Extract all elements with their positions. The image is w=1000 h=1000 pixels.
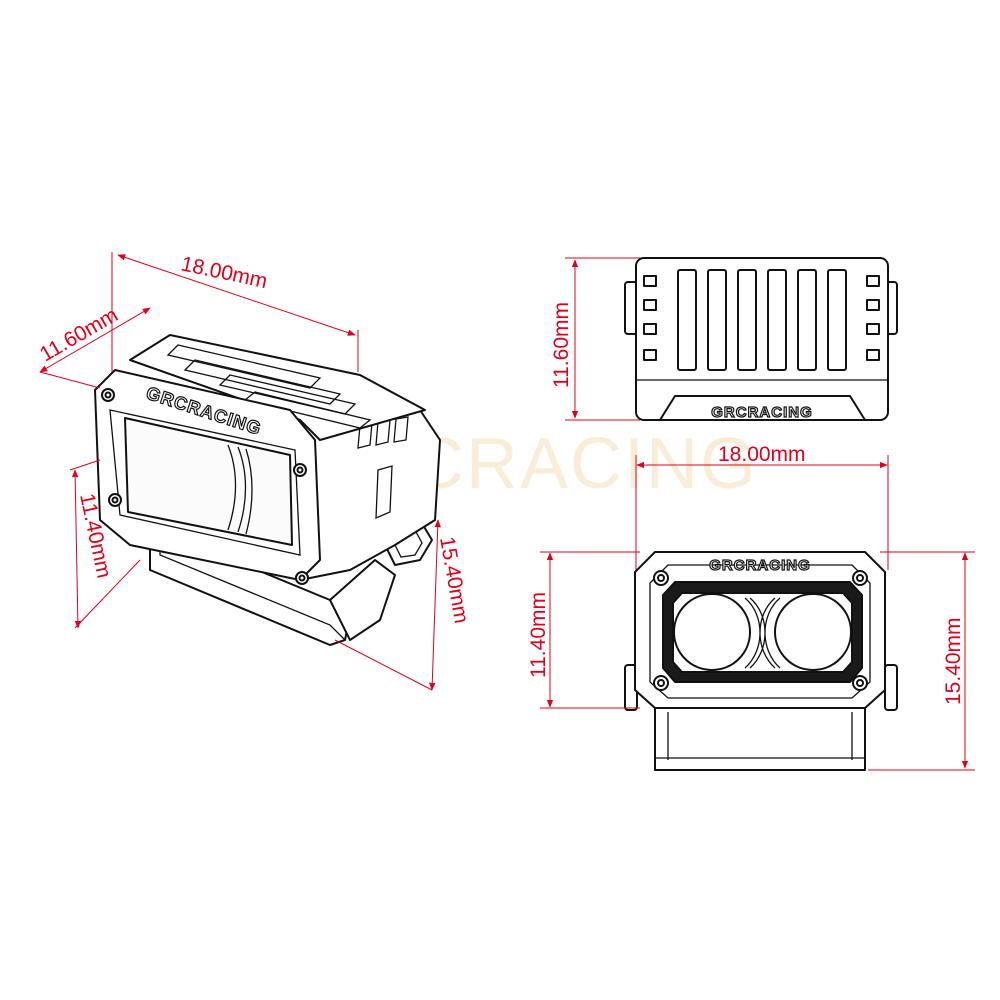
front-corner-bolts xyxy=(653,570,868,691)
top-side-vents xyxy=(643,275,880,361)
top-fins xyxy=(677,269,847,371)
front-logo: GRCRACING xyxy=(709,557,811,574)
front-bracket xyxy=(654,699,866,771)
isometric-view: GRCRACING 18.00mm 11.60mm 11.40mm 15.40m… xyxy=(36,252,473,691)
front-height-dimension: 11.40mm xyxy=(527,592,550,678)
iso-width-dimension: 18.00mm xyxy=(179,252,269,293)
iso-corner-bolts xyxy=(101,388,309,585)
iso-total-height-dimension: 15.40mm xyxy=(435,535,473,625)
front-total-height-dimension: 15.40mm xyxy=(942,617,965,705)
iso-depth-dimension: 11.60mm xyxy=(36,303,122,366)
front-lens-left xyxy=(673,593,751,671)
front-view: GRCRACING 11.40mm 15.40mm xyxy=(527,551,975,771)
top-view: GRCRACING 11.60mm 18.00mm xyxy=(550,257,898,570)
top-logo: GRCRACING xyxy=(711,404,813,421)
top-width-dimension: 18.00mm xyxy=(718,443,806,466)
iso-top-fins xyxy=(166,344,372,429)
top-depth-dimension: 11.60mm xyxy=(550,302,573,388)
front-lens-right xyxy=(774,593,852,671)
